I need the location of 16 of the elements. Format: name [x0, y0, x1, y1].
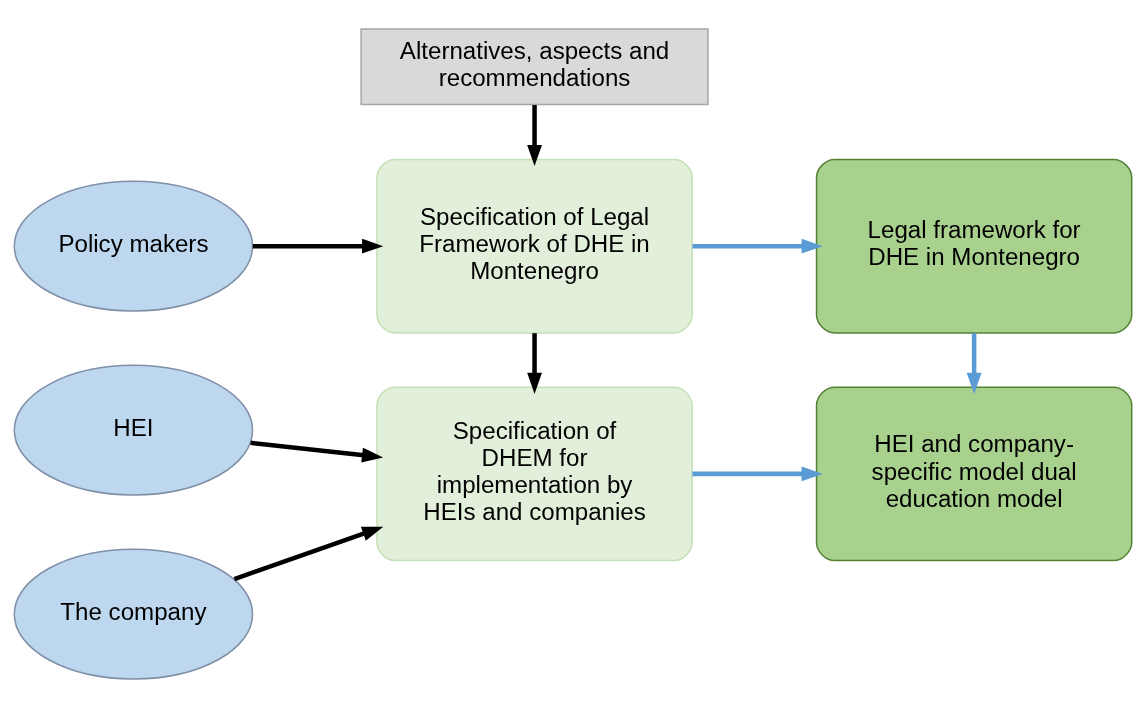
arrow	[692, 238, 823, 254]
node-box: Legal framework for DHE in Montenegro	[815, 158, 1133, 334]
node-ellipse: The company	[13, 548, 254, 680]
arrow	[233, 526, 384, 581]
node-ellipse: Policy makers	[13, 180, 254, 312]
arrow	[966, 332, 982, 394]
arrow	[692, 465, 823, 481]
node-ellipse: HEI	[13, 364, 254, 496]
node-box: Specification of DHEM for implementation by HEIs and companies	[376, 385, 693, 561]
arrow	[252, 238, 384, 254]
node-box: Alternatives, aspects and recommendations	[360, 27, 709, 105]
arrow	[527, 104, 542, 166]
node-box: HEI and company-specific model dual education model	[815, 385, 1133, 561]
node-box: Specification of Legal Framework of DHE in Montenegro	[376, 158, 693, 334]
arrow	[250, 440, 384, 462]
arrow	[527, 332, 542, 394]
